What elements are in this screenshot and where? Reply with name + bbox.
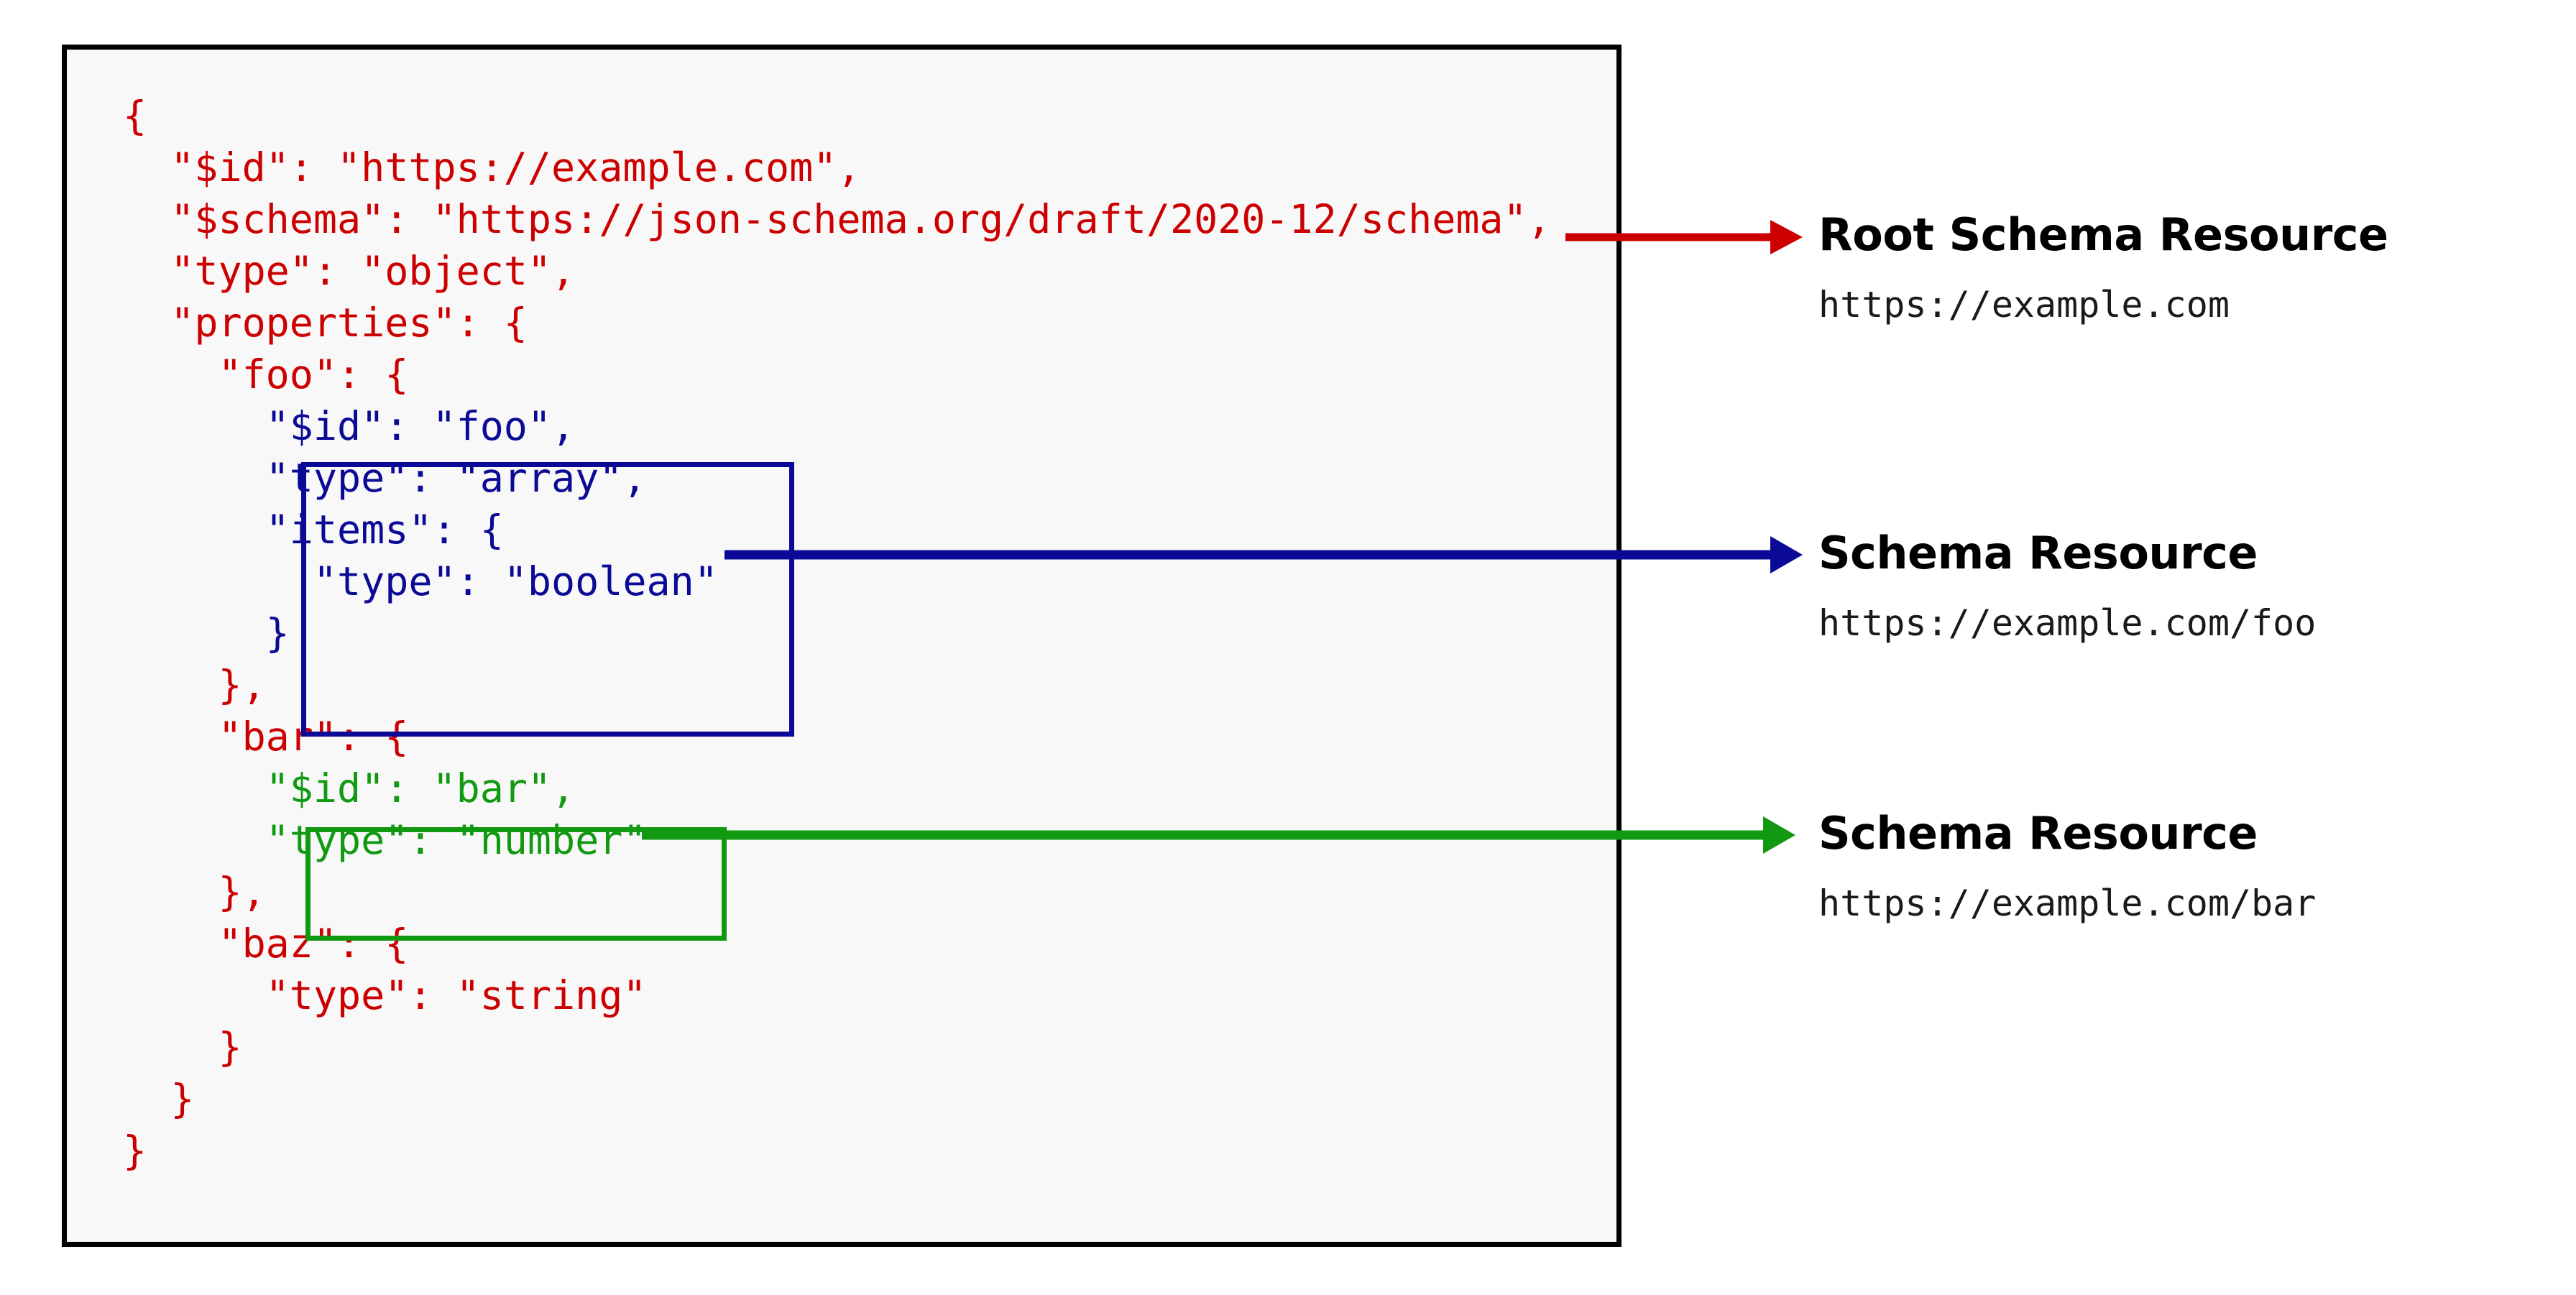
code-line: } [123,1076,195,1122]
code-line: "bar": { [123,714,409,760]
json-code-block: { "$id": "https://example.com", "$schema… [123,90,1551,1176]
code-line: "$id": "https://example.com", [123,144,861,190]
code-line: "$id": "foo", [123,403,576,449]
code-line: { [123,93,147,139]
label-title: Schema Resource [1818,527,2258,579]
code-line: }, [123,662,266,708]
bar-schema-arrow [642,816,1795,854]
foo-schema-arrow [724,536,1803,573]
code-line: } [123,1024,242,1070]
label-group-foo-schema: Schema Resource https://example.com/foo [1818,528,2537,645]
code-line: "properties": { [123,300,528,346]
code-line: "foo": { [123,351,409,397]
code-line: "type": "object", [123,248,576,294]
label-group-root-schema: Root Schema Resource https://example.com [1818,210,2537,326]
label-group-bar-schema: Schema Resource https://example.com/bar [1818,808,2537,925]
label-title: Root Schema Resource [1818,208,2388,261]
code-line: "$id": "bar", [123,765,576,811]
root-schema-arrow [1565,220,1803,254]
code-line: "type": "boolean" [123,558,718,604]
code-line: "type": "number" [123,817,647,863]
label-url: https://example.com [1818,284,2230,326]
code-line: "baz": { [123,921,409,967]
code-line: "$schema": "https://json-schema.org/draf… [123,196,1551,242]
code-line: "items": { [123,507,504,553]
code-line: } [123,1128,147,1174]
code-line: "type": "string" [123,972,647,1018]
code-line: } [123,610,290,656]
label-title: Schema Resource [1818,807,2258,860]
label-url: https://example.com/foo [1818,602,2317,644]
code-line: "type": "array", [123,455,647,501]
json-code-panel: { "$id": "https://example.com", "$schema… [62,45,1622,1247]
label-url: https://example.com/bar [1818,882,2317,924]
code-line: }, [123,869,266,915]
